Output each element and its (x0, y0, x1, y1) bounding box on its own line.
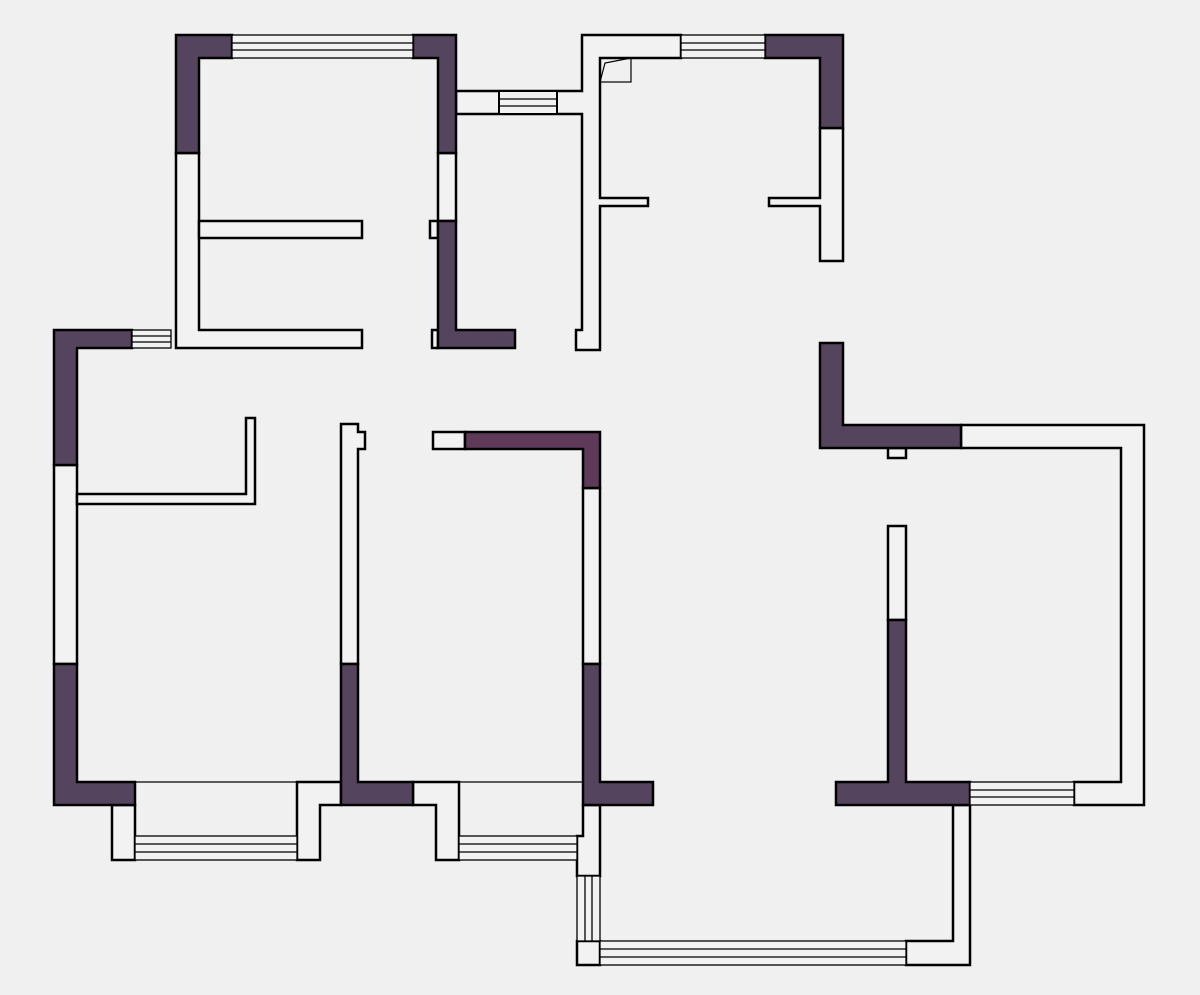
partition-wall-left-middle (52, 463, 79, 666)
structural-wall-middle-right-lower (581, 662, 655, 807)
structural-wall-left-upper (52, 328, 134, 467)
partition-wall-middle-left (339, 422, 367, 666)
structural-wall-right-room-bottom (834, 618, 972, 807)
structural-wall-middle-room-top (463, 430, 602, 490)
window-bottom-left-balcony (134, 781, 298, 861)
window-top-left-room (231, 34, 414, 59)
windows (131, 34, 1075, 966)
structural-wall-kitchen-corner (763, 33, 845, 130)
partition-wall-balcony-mid-2 (575, 803, 602, 878)
window-balcony-bottom (599, 940, 907, 966)
window-bottom-middle-balcony (458, 781, 583, 861)
partition-wall-right-room-stub (886, 446, 908, 460)
partition-wall-balcony-bottom-right (904, 803, 972, 967)
window-kitchen (680, 34, 766, 59)
partition-wall-stub-top-left (197, 219, 364, 240)
structural-wall-top-left-corner (174, 33, 234, 155)
partition-wall-balcony-left (110, 803, 137, 862)
partition-wall-top-left-room (174, 151, 364, 350)
partition-wall-middle-right (581, 486, 602, 666)
kitchen-fixture (599, 57, 632, 83)
partition-wall-top-left-right (436, 151, 458, 223)
partition-wall-balcony-mid (411, 780, 461, 862)
window-left-upper (131, 329, 172, 349)
partition-wall-kitchen-right (767, 126, 845, 263)
structural-wall-right-room-top (818, 341, 963, 450)
partition-wall-balcony-left-2 (295, 780, 343, 862)
window-right-room (969, 781, 1075, 806)
window-balcony-vertical (576, 875, 601, 942)
structural-wall-left-lower (52, 662, 137, 807)
partition-wall-closet (75, 416, 257, 506)
partition-wall-middle-top (431, 430, 467, 451)
partition-walls (52, 33, 1146, 967)
structural-wall-top-left-right-lower (436, 219, 517, 350)
partition-wall-bathroom (454, 33, 683, 352)
partition-wall-balcony-bottom-left (575, 939, 602, 967)
partition-wall-right-room-inner (886, 524, 908, 622)
window-bathroom (455, 90, 558, 115)
partition-wall-right-room (959, 423, 1146, 807)
structural-wall-middle-left-lower (339, 662, 415, 807)
structural-wall-top-left-right-corner (411, 33, 458, 155)
